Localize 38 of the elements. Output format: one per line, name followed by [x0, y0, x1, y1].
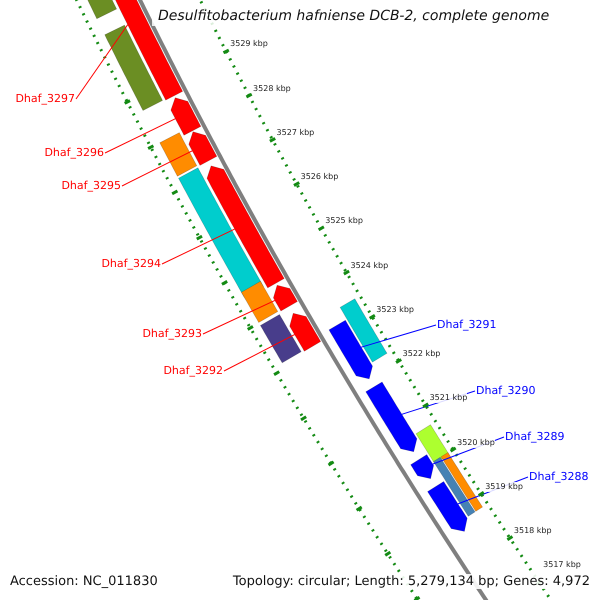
- gene-block: [188, 131, 218, 166]
- leader-line: [224, 334, 296, 372]
- scale-label: 3528 kbp: [253, 84, 291, 94]
- scale-label: 3525 kbp: [325, 216, 363, 226]
- gene-label: Dhaf_3288: [529, 470, 589, 483]
- genome-info-text: Topology: circular; Length: 5,279,134 bp; Genes: 4,972: [230, 574, 592, 589]
- leader-line: [360, 324, 436, 348]
- gene-label: Dhaf_3292: [163, 364, 223, 377]
- scale-label: 3518 kbp: [514, 526, 552, 536]
- gene-block: [365, 382, 418, 452]
- gene-label: Dhaf_3291: [437, 318, 497, 331]
- gene-block: [273, 284, 298, 312]
- gene-label: Dhaf_3294: [101, 257, 161, 270]
- gene-label: Dhaf_3297: [15, 92, 75, 105]
- gene-label: Dhaf_3293: [142, 327, 202, 340]
- scale-label: 3521 kbp: [430, 393, 468, 404]
- leader-line: [76, 24, 128, 100]
- gene-block: [410, 454, 434, 479]
- leader-line: [162, 228, 236, 264]
- gene-label: Dhaf_3289: [505, 430, 565, 443]
- gene-label: Dhaf_3296: [44, 146, 104, 159]
- leader-line: [122, 150, 193, 186]
- leader-line: [104, 118, 176, 154]
- gene-block: [328, 320, 373, 380]
- gene-block: [170, 97, 202, 136]
- scale-label: 3517 kbp: [543, 560, 581, 570]
- scale-label: 3526 kbp: [300, 172, 338, 182]
- gene-block: [206, 166, 285, 288]
- gene-block: [427, 481, 468, 532]
- scale-label: 3520 kbp: [457, 438, 495, 448]
- accession-text: Accession: NC_011830: [8, 574, 160, 589]
- gene-block: [289, 312, 322, 352]
- gene-label: Dhaf_3295: [61, 179, 121, 192]
- scale-label: 3529 kbp: [230, 39, 268, 50]
- leader-line: [202, 300, 276, 334]
- gene-label: Dhaf_3290: [476, 384, 536, 397]
- scale-label: 3524 kbp: [350, 260, 388, 271]
- scale-label: 3522 kbp: [402, 349, 440, 360]
